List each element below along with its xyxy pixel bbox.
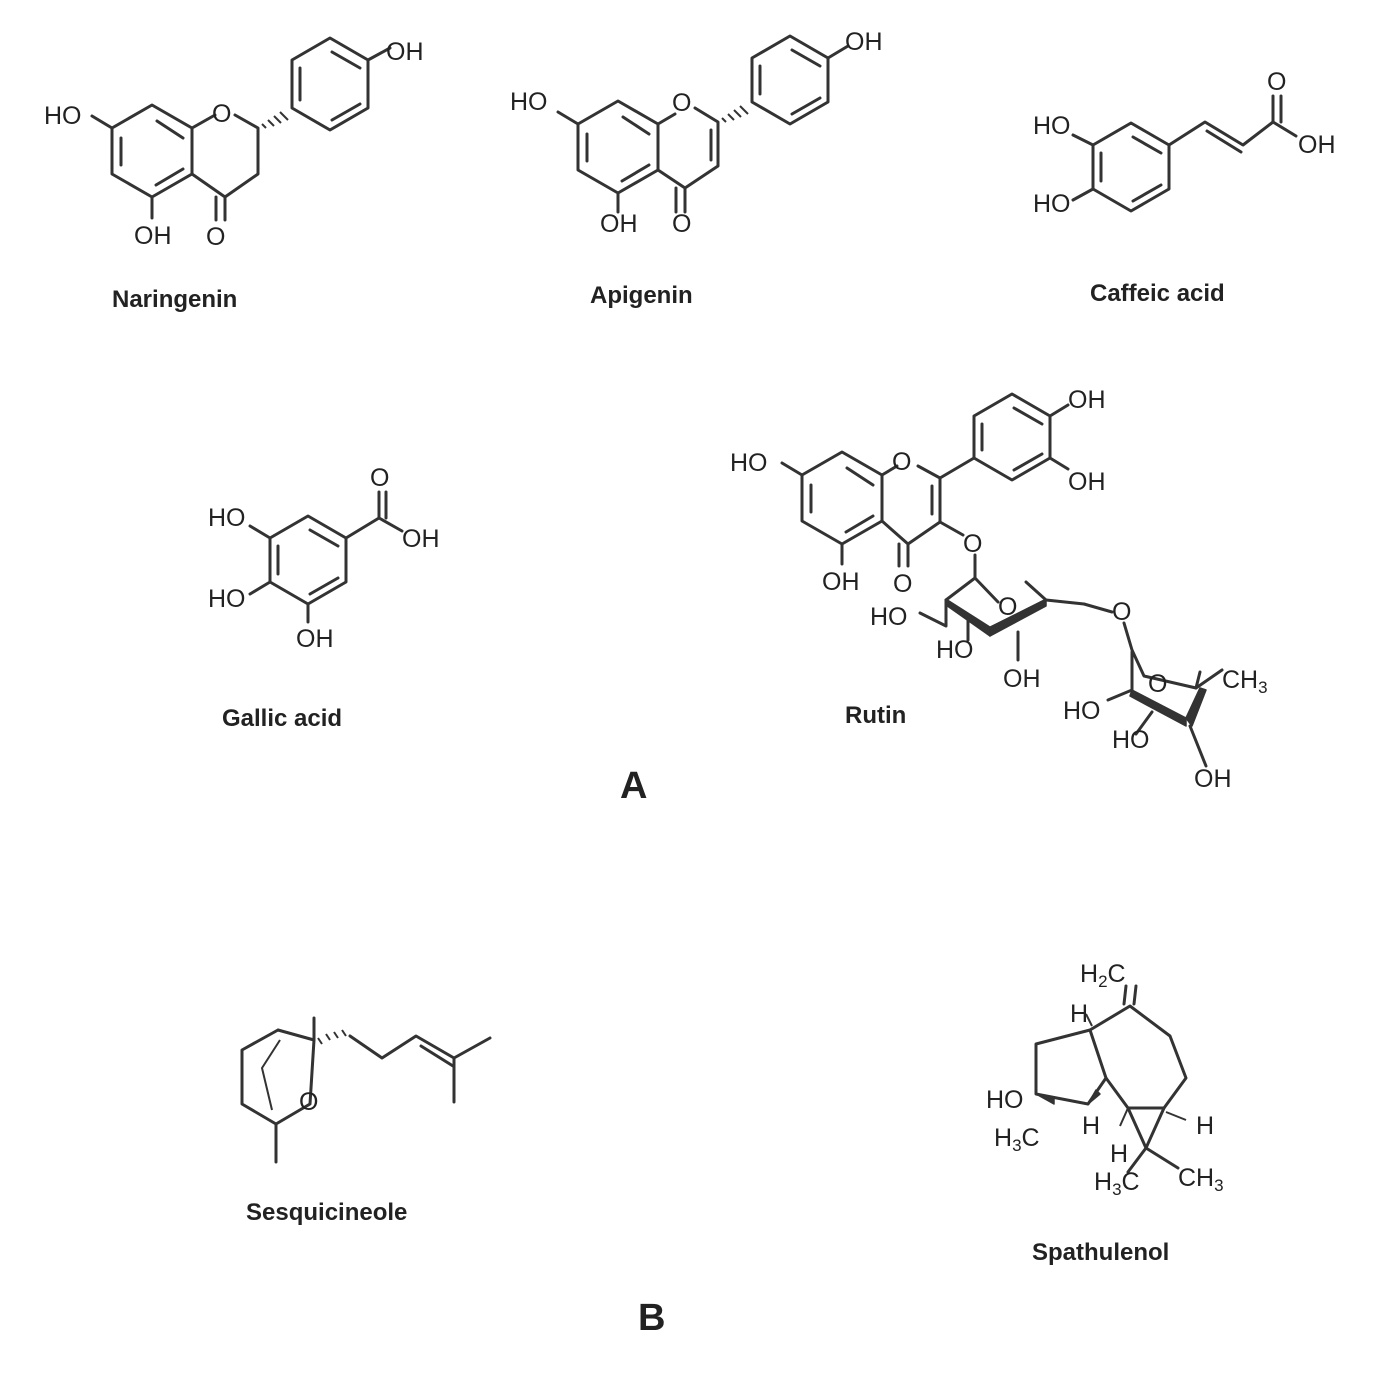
gallic-acid-structure: HO HO OH O OH Gallic acid (208, 464, 440, 732)
naringenin-name: Naringenin (112, 286, 237, 313)
rutin-rhamnose-ho-label-2: HO (1112, 726, 1150, 754)
rutin-glucose-oh-label: OH (1003, 665, 1041, 693)
rutin-glycoside-o-label: O (963, 530, 982, 558)
spathulenol-structure: HO H3C H2C H H H H H3C CH3 Spathulenol (986, 960, 1224, 1266)
rutin-methyl-label: CH3 (1222, 666, 1268, 697)
rutin-rhamnose-ho-label-1: HO (1063, 697, 1101, 725)
panel-b-label: B (638, 1297, 665, 1339)
rutin-rhamnose-oh-label: OH (1194, 765, 1232, 793)
rutin-linker-o-label: O (1112, 598, 1131, 626)
spathulenol-h-label-3: H (1110, 1140, 1128, 1168)
spathulenol-h-label-4: H (1196, 1112, 1214, 1140)
panel-a-label: A (620, 765, 647, 807)
sesquicineole-structure: O Sesquicineole (240, 1016, 492, 1226)
caffeic-acid-3-ho-label: HO (1033, 112, 1071, 140)
spathulenol-ho-label: HO (986, 1086, 1024, 1114)
rutin-7-ho-label: HO (730, 449, 768, 477)
rutin-structure: HO O OH O O OH OH O HO HO OH O O CH3 HO … (730, 386, 1268, 793)
apigenin-4prime-oh-label: OH (845, 28, 883, 56)
spathulenol-h-label-2: H (1082, 1112, 1100, 1140)
apigenin-ring-oxygen-label: O (672, 89, 691, 117)
caffeic-acid-structure: HO HO O OH Caffeic acid (1033, 68, 1336, 307)
rutin-4prime-oh-label: OH (1068, 468, 1106, 496)
rutin-name: Rutin (845, 702, 906, 729)
gallic-acid-5-oh-label: OH (296, 625, 334, 653)
gallic-acid-4-ho-label: HO (208, 585, 246, 613)
apigenin-ho-label: HO (510, 88, 548, 116)
spathulenol-h2c-label: H2C (1080, 960, 1126, 991)
sesquicineole-ether-o-label: O (299, 1088, 318, 1116)
spathulenol-h3c-label-2: H3C (1094, 1168, 1140, 1199)
naringenin-ho-label: HO (44, 102, 82, 130)
spathulenol-h3c-label-1: H3C (994, 1124, 1040, 1155)
apigenin-5-oh-label: OH (600, 210, 638, 238)
rutin-ring-oxygen-label: O (892, 448, 911, 476)
rutin-glucose-ho-label-1: HO (870, 603, 908, 631)
caffeic-acid-acid-oh-label: OH (1298, 131, 1336, 159)
spathulenol-name: Spathulenol (1032, 1239, 1169, 1266)
naringenin-5-oh-label: OH (134, 222, 172, 250)
sesquicineole-name: Sesquicineole (246, 1199, 407, 1226)
naringenin-carbonyl-o-label: O (206, 223, 225, 251)
rutin-glucose-ho-label-2: HO (936, 636, 974, 664)
gallic-acid-acid-oh-label: OH (402, 525, 440, 553)
caffeic-acid-4-ho-label: HO (1033, 190, 1071, 218)
spathulenol-ch3-label: CH3 (1178, 1164, 1224, 1195)
caffeic-acid-name: Caffeic acid (1090, 280, 1225, 307)
gallic-acid-carbonyl-o-label: O (370, 464, 389, 492)
apigenin-structure: HO O OH O OH Apigenin (510, 28, 883, 309)
rutin-glucose-ring-o-label: O (998, 593, 1017, 621)
naringenin-4prime-oh-label: OH (386, 38, 424, 66)
rutin-3prime-oh-label: OH (1068, 386, 1106, 414)
gallic-acid-3-ho-label: HO (208, 504, 246, 532)
rutin-carbonyl-o-label: O (893, 570, 912, 598)
spathulenol-h-label-1: H (1070, 1000, 1088, 1028)
caffeic-acid-carbonyl-o-label: O (1267, 68, 1286, 96)
rutin-rhamnose-ring-o-label: O (1148, 670, 1167, 698)
naringenin-ring-oxygen-label: O (212, 100, 231, 128)
apigenin-carbonyl-o-label: O (672, 210, 691, 238)
apigenin-name: Apigenin (590, 282, 693, 309)
rutin-5-oh-label: OH (822, 568, 860, 596)
naringenin-structure: HO O OH O OH Naringenin (44, 36, 424, 313)
gallic-acid-name: Gallic acid (222, 705, 342, 732)
